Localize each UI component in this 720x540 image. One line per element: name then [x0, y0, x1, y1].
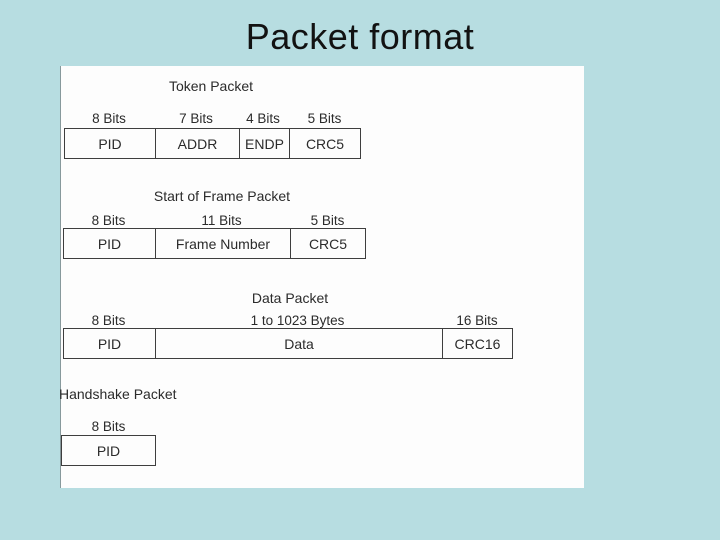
handshake-packet-title: Handshake Packet	[59, 386, 177, 402]
diagram-panel: Token Packet 8 Bits 7 Bits 4 Bits 5 Bits…	[59, 66, 584, 488]
size-label-crc5: 5 Bits	[307, 111, 342, 126]
field-box-pid: PID	[98, 135, 122, 152]
sof-packet-title: Start of Frame Packet	[153, 188, 291, 204]
data-packet-row: PID Data CRC16	[63, 328, 513, 359]
size-label-crc5: 5 Bits	[310, 213, 345, 228]
field-box-addr: ADDR	[155, 129, 239, 158]
data-packet-title: Data Packet	[251, 290, 329, 306]
size-label-crc16: 16 Bits	[456, 313, 498, 328]
data-packet-size-row: 8 Bits 1 to 1023 Bytes 16 Bits	[63, 312, 513, 329]
field-box-crc5: CRC5	[289, 129, 360, 158]
handshake-packet-row: PID	[61, 435, 156, 466]
size-label-addr: 7 Bits	[179, 111, 213, 126]
handshake-packet-size-row: 8 Bits	[61, 418, 156, 435]
size-label-endp: 4 Bits	[246, 111, 280, 126]
field-box-pid: PID	[96, 442, 121, 459]
size-label-data: 1 to 1023 Bytes	[250, 313, 345, 328]
field-box-data: Data	[155, 329, 442, 358]
size-label-pid: 8 Bits	[91, 313, 126, 328]
field-box-pid: PID	[97, 235, 122, 252]
size-label-pid: 8 Bits	[92, 111, 126, 126]
size-label-pid: 8 Bits	[91, 213, 126, 228]
field-box-crc5: CRC5	[290, 229, 365, 258]
sof-packet-row: PID Frame Number CRC5	[63, 228, 366, 259]
field-box-endp: ENDP	[239, 129, 289, 158]
token-packet-row: PID ADDR ENDP CRC5	[64, 128, 361, 159]
sof-packet-size-row: 8 Bits 11 Bits 5 Bits	[63, 212, 366, 229]
size-label-frame-number: 11 Bits	[201, 213, 242, 228]
field-box-pid: PID	[97, 335, 122, 352]
token-packet-title: Token Packet	[168, 78, 254, 94]
field-box-crc16: CRC16	[442, 329, 512, 358]
token-packet-size-row: 8 Bits 7 Bits 4 Bits 5 Bits	[64, 110, 361, 127]
slide-title: Packet format	[245, 16, 475, 57]
size-label-pid: 8 Bits	[91, 419, 126, 434]
field-box-frame-number: Frame Number	[155, 229, 290, 258]
